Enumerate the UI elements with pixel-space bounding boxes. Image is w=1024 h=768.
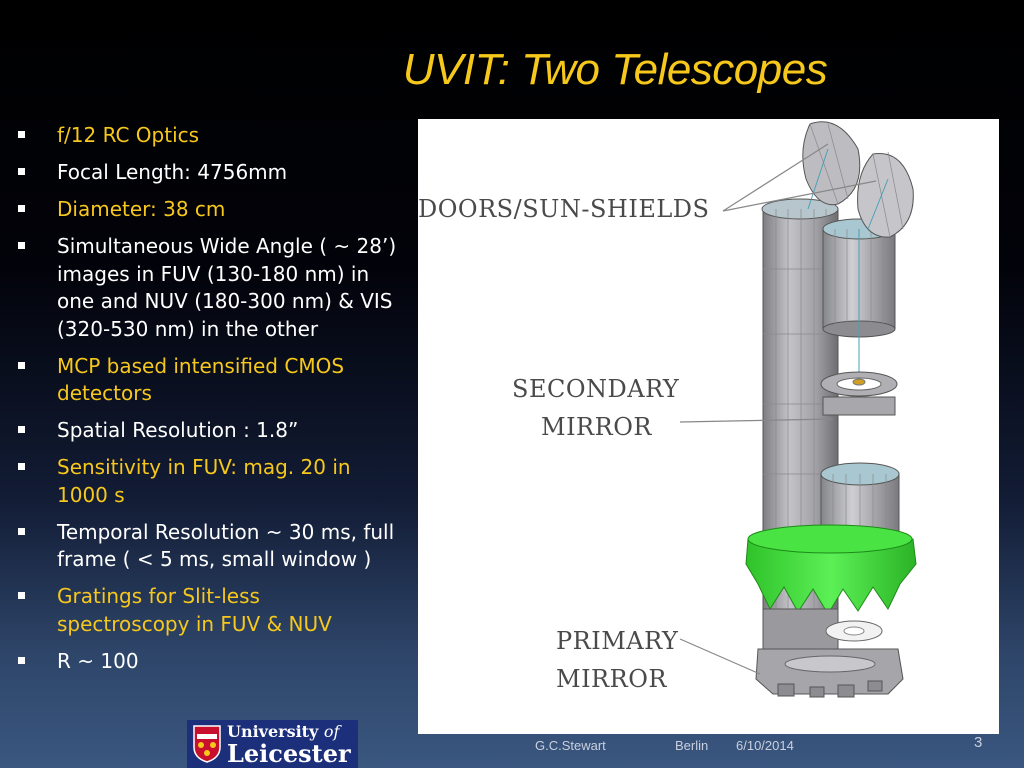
bullet-text: Gratings for Slit-less spectroscopy in F… bbox=[57, 584, 332, 636]
bullet-item: Temporal Resolution ~ 30 ms, full frame … bbox=[18, 519, 398, 574]
bullet-text: R ~ 100 bbox=[57, 648, 139, 673]
bullet-text: MCP based intensified CMOS detectors bbox=[57, 353, 345, 406]
bullet-text: Simultaneous Wide Angle ( ~ 28’) images … bbox=[57, 234, 397, 341]
secondary-mirror-spider bbox=[820, 371, 898, 416]
primary-mirror-label-line2: MIRROR bbox=[556, 665, 667, 693]
telescope-diagram: DOORS/SUN-SHIELDS SECONDARY MIRROR PRIMA… bbox=[418, 119, 999, 734]
bullet-text: Focal Length: 4756mm bbox=[57, 160, 288, 184]
leader-lines bbox=[679, 143, 877, 675]
bullet-marker bbox=[18, 205, 25, 212]
logo-university-text: University bbox=[227, 722, 319, 741]
bullet-marker bbox=[18, 592, 25, 599]
bullet-marker bbox=[18, 656, 25, 664]
primary-mirror-assembly bbox=[755, 608, 904, 698]
bullet-item: Simultaneous Wide Angle ( ~ 28’) images … bbox=[18, 233, 398, 343]
footer-date: 6/10/2014 bbox=[736, 738, 794, 753]
bullet-item: Spatial Resolution : 1.8” bbox=[18, 417, 398, 445]
door-sun-shields bbox=[802, 121, 914, 238]
bullet-item: Gratings for Slit-less spectroscopy in F… bbox=[18, 583, 398, 638]
bullet-list: f/12 RC Optics Focal Length: 4756mm Diam… bbox=[18, 122, 398, 685]
bullet-text: f/12 RC Optics bbox=[57, 123, 200, 147]
bullet-marker bbox=[18, 527, 25, 535]
bullet-item: MCP based intensified CMOS detectors bbox=[18, 353, 398, 408]
logo-of-text: of bbox=[323, 722, 340, 741]
bullet-item: Focal Length: 4756mm bbox=[18, 159, 398, 187]
bullet-text: Diameter: 38 cm bbox=[57, 197, 226, 221]
bullet-text: Spatial Resolution : 1.8” bbox=[57, 418, 299, 442]
slide-number: 3 bbox=[974, 734, 983, 751]
slide-title: UVIT: Two Telescopes bbox=[402, 45, 828, 94]
bullet-item: Diameter: 38 cm bbox=[18, 196, 398, 224]
doors-sun-shields-label: DOORS/SUN-SHIELDS bbox=[418, 195, 709, 223]
bullet-text: Sensitivity in FUV: mag. 20 in 1000 s bbox=[57, 455, 351, 507]
bullet-marker bbox=[18, 361, 25, 369]
green-baffle bbox=[745, 524, 917, 615]
footer-author: G.C.Stewart bbox=[535, 738, 606, 753]
secondary-mirror-label-line1: SECONDARY bbox=[512, 375, 680, 403]
footer-venue: Berlin bbox=[675, 738, 709, 753]
bullet-item: f/12 RC Optics bbox=[18, 122, 398, 150]
bullet-item: R ~ 100 bbox=[18, 648, 398, 676]
logo-wordmark: University of Leicester bbox=[227, 722, 351, 767]
secondary-mirror-label-line2: MIRROR bbox=[541, 413, 652, 441]
bullet-item: Sensitivity in FUV: mag. 20 in 1000 s bbox=[18, 454, 398, 509]
university-logo: University of Leicester bbox=[187, 720, 358, 768]
bullet-marker bbox=[18, 168, 25, 175]
logo-leicester-text: Leicester bbox=[227, 739, 351, 768]
bullet-marker bbox=[18, 426, 25, 433]
bullet-marker bbox=[18, 131, 25, 138]
primary-mirror-label-line1: PRIMARY bbox=[556, 627, 679, 655]
shield-icon bbox=[193, 725, 221, 763]
bullet-text: Temporal Resolution ~ 30 ms, full frame … bbox=[57, 519, 395, 572]
bullet-marker bbox=[18, 463, 25, 470]
bullet-marker bbox=[18, 242, 25, 249]
